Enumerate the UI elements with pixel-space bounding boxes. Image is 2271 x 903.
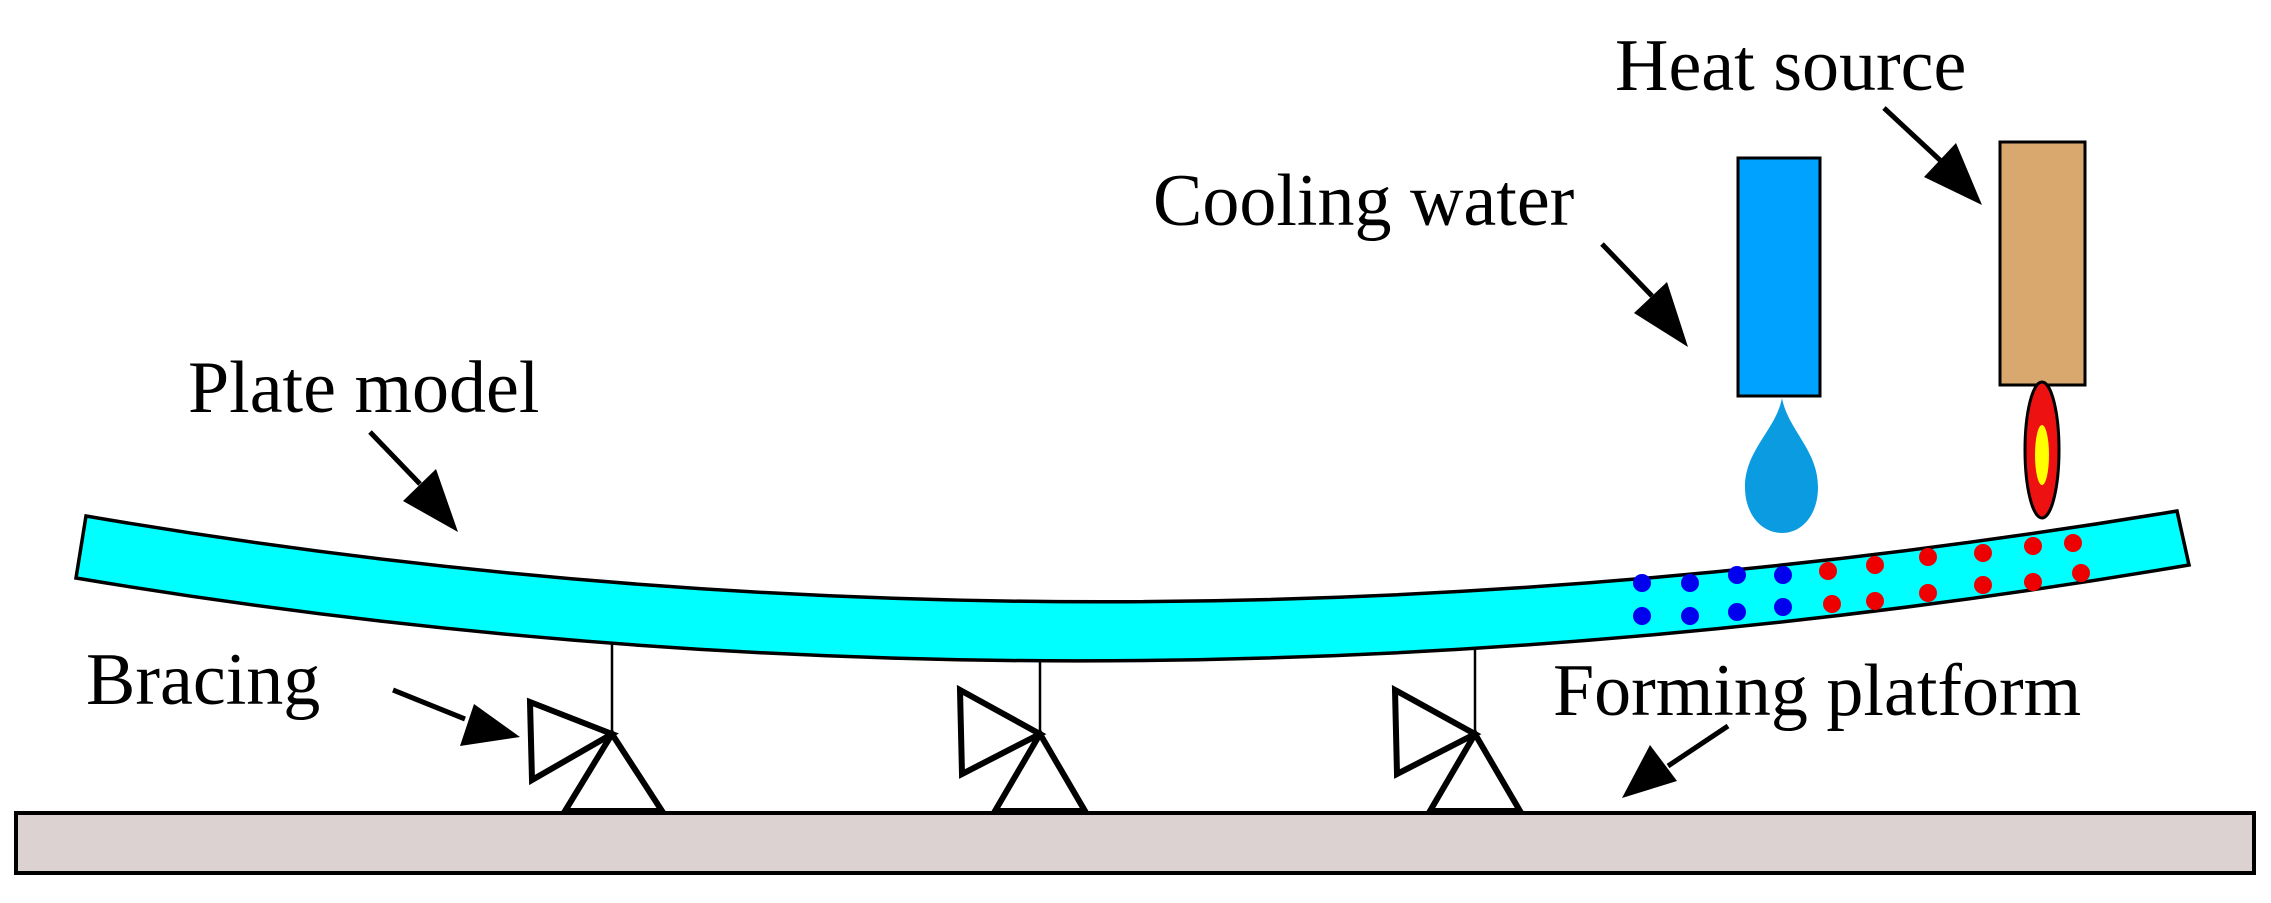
triangle-support-icon <box>526 697 619 786</box>
hot-dot <box>2064 534 2082 552</box>
bracing-arrow <box>392 687 520 746</box>
forming-platform-label: Forming platform <box>1553 650 2081 732</box>
cooling-water-label: Cooling water <box>1153 160 1574 242</box>
bracing-support-1 <box>526 697 668 814</box>
label-arrows <box>368 106 1982 798</box>
hot-dot <box>1823 595 1841 613</box>
cooling-water-source <box>1736 156 1822 533</box>
plate-model <box>73 509 2192 663</box>
heat-source-arrow <box>1882 106 1982 205</box>
cooling-water-arrow <box>1600 242 1688 347</box>
heat-source-label: Heat source <box>1615 25 1966 107</box>
hot-dot <box>2024 573 2042 591</box>
cold-dot <box>1774 598 1792 616</box>
water-drop-icon <box>1745 398 1818 533</box>
forming-platform-arrow <box>1622 723 1730 798</box>
triangle-support-icon <box>1391 684 1482 779</box>
bracing-support-2 <box>956 684 1091 814</box>
hot-dot <box>1974 576 1992 594</box>
hot-dot <box>1819 562 1837 580</box>
hot-dot <box>1919 584 1937 602</box>
cold-dot <box>1774 566 1792 584</box>
hot-dot <box>2024 537 2042 555</box>
triangle-support-icon <box>956 684 1047 779</box>
hot-dot <box>1866 556 1884 574</box>
support-base-triangle <box>989 728 1091 814</box>
forming-platform <box>14 811 2256 875</box>
bracing-label: Bracing <box>86 639 320 721</box>
hot-dot <box>1974 544 1992 562</box>
heat-source <box>1998 140 2087 520</box>
cold-dot <box>1681 574 1699 592</box>
cooling-nozzle <box>1736 156 1822 398</box>
cold-dot <box>1681 607 1699 625</box>
support-base-triangle <box>559 728 668 814</box>
plate-model-arrow <box>368 430 458 532</box>
cold-dot <box>1728 603 1746 621</box>
heated-zone-dots <box>1819 534 2090 613</box>
hot-dot <box>1919 548 1937 566</box>
cold-dot <box>1633 574 1651 592</box>
support-base-triangle <box>1424 728 1526 814</box>
heat-nozzle <box>1998 140 2087 387</box>
cooled-zone-dots <box>1633 566 1792 625</box>
hot-dot <box>1866 592 1884 610</box>
flame-core <box>2035 425 2049 485</box>
bracing-support-3 <box>1391 684 1526 814</box>
bracing-posts <box>610 630 1477 738</box>
cold-dot <box>1633 607 1651 625</box>
cold-dot <box>1728 566 1746 584</box>
hot-dot <box>2072 564 2090 582</box>
plate-model-label: Plate model <box>188 347 539 429</box>
